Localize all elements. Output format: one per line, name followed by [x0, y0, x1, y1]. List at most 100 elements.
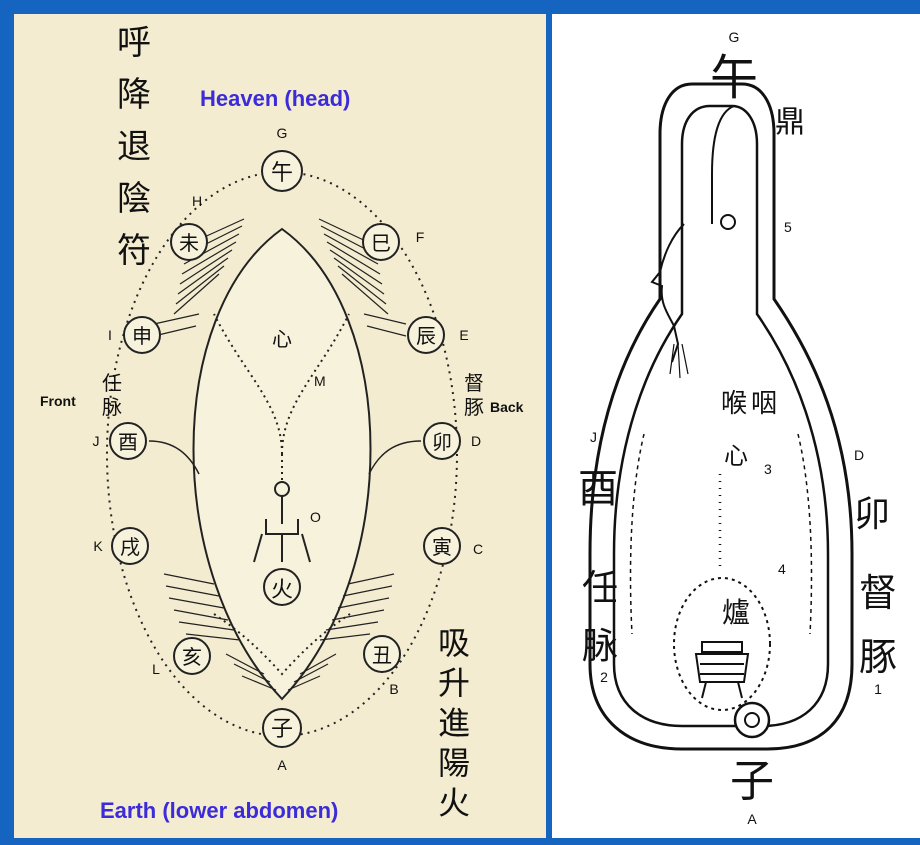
svg-text:豚: 豚 — [464, 395, 484, 419]
char-wu: 午 — [710, 50, 758, 106]
furnace-boundary — [673, 577, 771, 711]
char-ding: 鼎 — [775, 105, 805, 140]
body-outline-outer — [588, 82, 854, 751]
left-diagram-panel: 火 心 M O 午 G 未 H 巳 F 申 I 辰 E 酉 J 卯 D 戌 K — [14, 14, 546, 838]
svg-text:C: C — [473, 541, 483, 557]
orbit-path — [106, 171, 458, 737]
station-f: 巳 F — [362, 223, 425, 261]
lower-dotted-arc — [213, 613, 351, 676]
station-g: 午 G — [261, 125, 303, 192]
ren-mai-label: 任 脉 — [102, 371, 122, 419]
station-d: 卯 D — [423, 422, 481, 460]
heaven-label: Heaven (head) — [200, 86, 350, 111]
svg-text:B: B — [389, 681, 398, 697]
station-c: 寅 C — [423, 527, 483, 565]
m-label: M — [314, 373, 326, 389]
top-left-column: 呼 降 退 陰 符 — [117, 23, 151, 271]
svg-text:吸: 吸 — [438, 624, 470, 662]
svg-text:子: 子 — [271, 717, 293, 742]
heart-char: 心 — [272, 327, 292, 351]
label-d: D — [854, 447, 864, 463]
svg-text:豚: 豚 — [859, 635, 897, 679]
char-yan: 咽 — [751, 389, 777, 419]
svg-text:脉: 脉 — [102, 395, 122, 419]
o-label: O — [310, 509, 321, 525]
svg-text:陽: 陽 — [438, 744, 470, 782]
ren-dashed-left — [629, 433, 645, 635]
station-j: 酉 J — [93, 422, 147, 460]
svg-text:進: 進 — [438, 704, 470, 742]
ren-mai-right-label: 任 脉 2 — [582, 568, 618, 685]
right-diagram-panel: G 午 鼎 5 喉 咽 心 3 4 爐 J 酉 D 卯 任 脉 2 督 豚 1 … — [552, 14, 920, 838]
svg-text:退: 退 — [117, 127, 151, 167]
earth-label: Earth (lower abdomen) — [100, 798, 338, 823]
bottom-right-column: 吸 升 進 陽 火 — [438, 624, 470, 822]
station-k: 戌 K — [93, 527, 149, 565]
svg-text:丑: 丑 — [372, 643, 392, 667]
svg-text:升: 升 — [438, 664, 470, 702]
svg-text:L: L — [152, 661, 160, 677]
label-3: 3 — [764, 461, 772, 477]
svg-text:H: H — [192, 193, 202, 209]
svg-text:辰: 辰 — [416, 324, 436, 348]
svg-text:督: 督 — [859, 571, 897, 615]
svg-text:E: E — [459, 327, 468, 343]
svg-text:戌: 戌 — [120, 535, 140, 559]
svg-text:呼: 呼 — [117, 23, 151, 63]
station-a: 子 A — [262, 708, 302, 773]
svg-text:亥: 亥 — [182, 645, 202, 669]
svg-text:F: F — [416, 229, 425, 245]
du-mai-right-label: 督 豚 1 — [859, 571, 897, 697]
beard — [669, 343, 689, 379]
station-l: 亥 L — [152, 637, 211, 677]
char-you: 酉 — [578, 466, 618, 512]
du-channel-top — [711, 105, 735, 224]
svg-text:酉: 酉 — [118, 430, 138, 454]
label-g: G — [729, 29, 740, 45]
back-label: Back — [490, 399, 524, 415]
char-lu: 爐 — [722, 596, 750, 629]
face-profile — [650, 223, 685, 363]
svg-text:巳: 巳 — [371, 231, 391, 255]
front-label: Front — [40, 393, 76, 409]
svg-text:J: J — [93, 433, 100, 449]
lower-hatching — [163, 573, 395, 691]
svg-text:降: 降 — [117, 75, 151, 115]
station-h: 未 H — [170, 193, 208, 261]
du-dashed-right — [797, 433, 813, 635]
label-5: 5 — [784, 219, 792, 235]
svg-text:D: D — [471, 433, 481, 449]
svg-text:1: 1 — [874, 681, 882, 697]
du-mai-label: 督 豚 — [464, 371, 484, 419]
svg-text:陰: 陰 — [117, 179, 151, 219]
bottom-circle-inner — [744, 712, 760, 728]
svg-text:A: A — [277, 757, 287, 773]
svg-text:G: G — [277, 125, 288, 141]
svg-text:寅: 寅 — [432, 535, 452, 559]
station-i: 申 I — [108, 316, 161, 354]
svg-text:2: 2 — [600, 669, 608, 685]
svg-text:申: 申 — [132, 324, 152, 348]
label-j: J — [590, 429, 597, 445]
svg-text:I: I — [108, 327, 112, 343]
label-a: A — [747, 811, 757, 827]
svg-text:卯: 卯 — [432, 430, 452, 454]
furnace-vessel — [694, 641, 750, 699]
svg-text:未: 未 — [179, 231, 199, 255]
tripod-symbol — [253, 481, 311, 563]
back-connector — [368, 440, 422, 475]
svg-text:K: K — [93, 538, 103, 554]
svg-text:任: 任 — [582, 568, 618, 609]
svg-text:火: 火 — [438, 784, 470, 822]
label-4: 4 — [778, 561, 786, 577]
microcosmic-orbit-diagram: 火 心 M O 午 G 未 H 巳 F 申 I 辰 E 酉 J 卯 D 戌 K — [40, 23, 524, 823]
svg-text:任: 任 — [102, 371, 122, 395]
inner-lens — [192, 227, 372, 701]
station-e: 辰 E — [407, 316, 469, 354]
fire-circle — [263, 568, 301, 606]
svg-text:午: 午 — [271, 161, 293, 186]
char-zi: 子 — [730, 756, 774, 807]
svg-text:脉: 脉 — [582, 626, 618, 667]
svg-text:督: 督 — [464, 371, 484, 395]
point-5-circle — [720, 214, 736, 230]
